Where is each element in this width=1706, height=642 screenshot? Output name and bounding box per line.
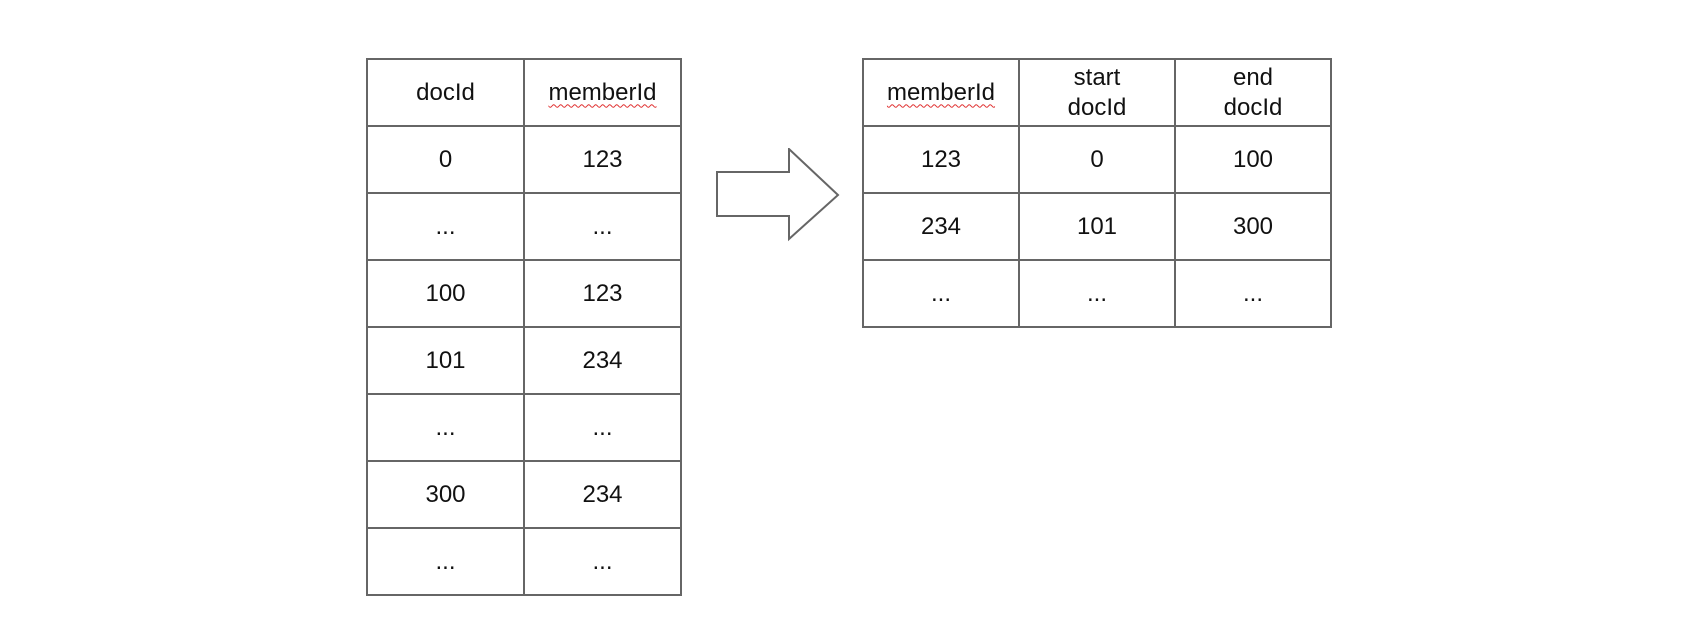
table-cell: 234	[523, 326, 682, 395]
header-label: memberId	[548, 78, 657, 106]
table-row: ......	[366, 393, 682, 462]
table-cell: ...	[523, 192, 682, 261]
table-cell: ...	[523, 527, 682, 596]
table-cell: 0	[366, 125, 525, 194]
table-row: ......	[366, 527, 682, 596]
table-cell: ...	[366, 393, 525, 462]
table-cell: ...	[1018, 259, 1176, 328]
table-header-cell: docId	[366, 58, 525, 127]
table-cell: 101	[1018, 192, 1176, 261]
table-row: .........	[862, 259, 1332, 328]
table-cell: 0	[1018, 125, 1176, 194]
table-cell: ...	[366, 192, 525, 261]
table-header-row: memberId start docId end docId	[862, 58, 1332, 127]
table-cell: 300	[1174, 192, 1332, 261]
table-cell: 123	[862, 125, 1020, 194]
table-cell: 123	[523, 259, 682, 328]
table-cell: 100	[366, 259, 525, 328]
table-cell: 100	[1174, 125, 1332, 194]
table-header-cell: memberId	[862, 58, 1020, 127]
table-cell: 234	[862, 192, 1020, 261]
table-header-cell: start docId	[1018, 58, 1176, 127]
header-label: docId	[416, 78, 475, 106]
header-label: end docId	[1223, 63, 1283, 121]
table-cell: 300	[366, 460, 525, 529]
table-cell: ...	[366, 527, 525, 596]
table-header-cell: end docId	[1174, 58, 1332, 127]
header-label: memberId	[886, 78, 996, 106]
right-arrow-icon	[716, 148, 840, 242]
table-header-row: docId memberId	[366, 58, 682, 127]
table-cell: 101	[366, 326, 525, 395]
table-cell: ...	[1174, 259, 1332, 328]
header-label: start docId	[1067, 63, 1127, 121]
table-header-cell: memberId	[523, 58, 682, 127]
table-cell: ...	[523, 393, 682, 462]
table-row: ......	[366, 192, 682, 261]
table-cell: ...	[862, 259, 1020, 328]
table-cell: 123	[523, 125, 682, 194]
table-cell: 234	[523, 460, 682, 529]
